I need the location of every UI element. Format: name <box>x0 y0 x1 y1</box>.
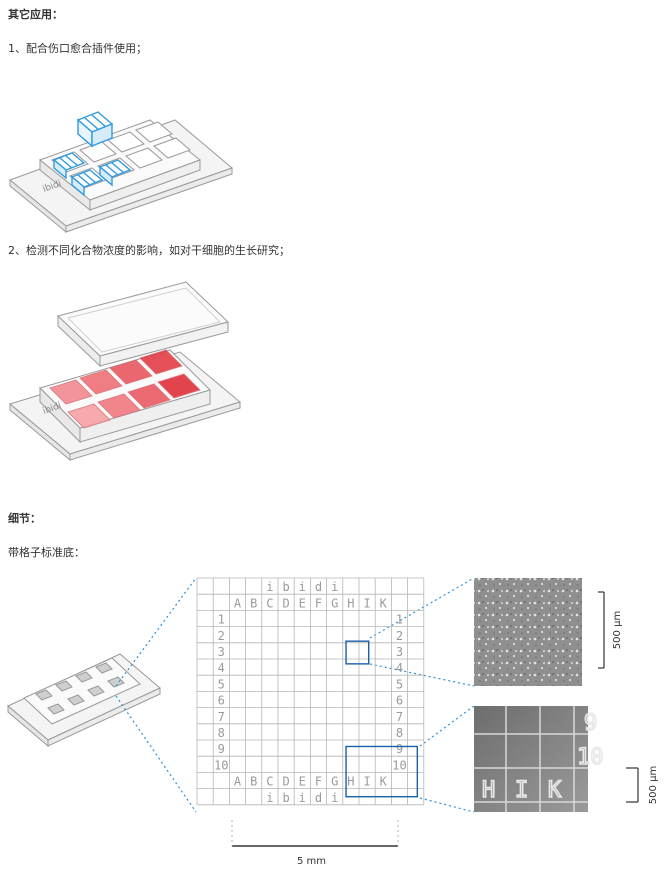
grid-bottom-brand-letter: b <box>282 791 289 805</box>
zoom-box-small <box>345 640 370 665</box>
grid-row-number-left: 4 <box>218 661 225 675</box>
grid-bottom-letter: C <box>266 775 273 789</box>
grid-lines <box>196 577 425 806</box>
grid-top-brand-letter: d <box>315 580 322 594</box>
zoom-box-large <box>345 745 419 798</box>
grid-row-number-right: 8 <box>396 726 403 740</box>
grid-column-letter: A <box>234 596 242 610</box>
grid-bottom-letter: E <box>299 775 306 789</box>
grid-column-letter: K <box>380 596 388 610</box>
grid-row-number-right: 7 <box>396 710 403 724</box>
grid-bottom-label: 带格子标准底： <box>8 546 85 559</box>
grid-row-number-left: 10 <box>214 758 228 772</box>
grid-column-letter: G <box>331 596 338 610</box>
section-details-heading: 细节： <box>8 512 41 525</box>
scale-bar-5mm-label: 5 mm <box>297 856 327 867</box>
grid-row-number-left: 1 <box>218 613 225 627</box>
grid-row-number-left: 9 <box>218 742 225 756</box>
grid-column-letter: F <box>315 596 322 610</box>
grid-row-number-right: 3 <box>396 645 403 659</box>
grid-row-number-right: 10 <box>392 758 406 772</box>
grid-column-letter: E <box>299 596 306 610</box>
grid-bottom-letter: A <box>234 775 242 789</box>
grid-column-letter: B <box>250 596 257 610</box>
grid-bottom-letter: D <box>282 775 289 789</box>
grid-row-number-left: 5 <box>218 677 225 691</box>
grid-row-number-left: 8 <box>218 726 225 740</box>
section-other-applications-heading: 其它应用： <box>8 8 63 21</box>
grid-column-letter: D <box>282 596 289 610</box>
application-item-2: 2、检测不同化合物浓度的影响，如对干细胞的生长研究； <box>8 244 290 257</box>
grid-bottom-brand-letter: i <box>266 791 273 805</box>
grid-row-number-right: 1 <box>396 613 403 627</box>
grid-bottom-brand-letter: i <box>331 791 338 805</box>
grid-bottom-letter: B <box>250 775 257 789</box>
grid-bottom-brand-letter: d <box>315 791 322 805</box>
grid-bottom-brand-letter: i <box>299 791 306 805</box>
grid-column-letter: H <box>347 596 354 610</box>
grid-row-number-left: 2 <box>218 629 225 643</box>
grid-top-brand-letter: b <box>282 580 289 594</box>
grid-bottom-letter: I <box>363 775 370 789</box>
grid-bottom-letter: G <box>331 775 338 789</box>
grid-top-brand-letter: i <box>266 580 273 594</box>
application-item-1: 1、配合伤口愈合插件使用； <box>8 42 147 55</box>
grid-row-number-right: 6 <box>396 694 403 708</box>
grid-bottom-letter: H <box>347 775 354 789</box>
grid-row-number-right: 2 <box>396 629 403 643</box>
grid-row-number-right: 5 <box>396 677 403 691</box>
grid-top-brand-letter: i <box>299 580 306 594</box>
grid-column-letter: C <box>266 596 273 610</box>
grid-row-number-left: 6 <box>218 694 225 708</box>
grid-row-number-left: 3 <box>218 645 225 659</box>
grid-row-number-right: 9 <box>396 742 403 756</box>
grid-row-number-right: 4 <box>396 661 403 675</box>
grid-column-letter: I <box>363 596 370 610</box>
grid-row-number-left: 7 <box>218 710 225 724</box>
grid-bottom-letter: K <box>380 775 388 789</box>
grid-top-brand-letter: i <box>331 580 338 594</box>
grid-bottom-letter: F <box>315 775 322 789</box>
